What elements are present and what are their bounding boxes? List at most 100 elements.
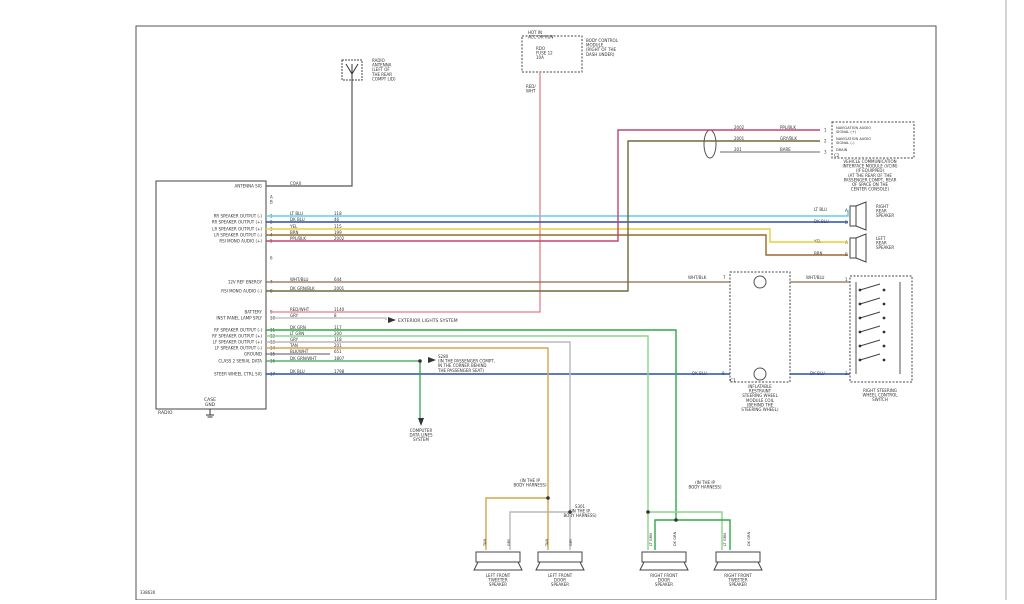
radio-pin-label: GROUND (244, 352, 262, 357)
clockspring-bottom-coil (753, 367, 767, 381)
radio-circuit-label: 8 (334, 313, 337, 318)
vcim-connector: C2 (834, 153, 840, 158)
front-speaker-wire-label: DK GRN (747, 531, 751, 546)
radio-circuit-label: 651 (334, 349, 342, 354)
radio-pin-label: LF SPEAKER OUTPUT (-) (215, 346, 263, 351)
radio-pin-label: RSI MONO AUDIO (-) (221, 289, 262, 294)
wire-coax (266, 90, 353, 187)
radio-circuit-label: 200 (334, 331, 342, 336)
switch-node (882, 316, 886, 320)
radio-pin-number: B (270, 200, 273, 205)
clockspring-conn: C1 (730, 378, 736, 384)
vcim-pin-label: DRAIN (836, 148, 848, 152)
speaker-pin: A (845, 208, 848, 213)
front-speaker-cone (535, 561, 585, 571)
switch-node (858, 302, 862, 306)
radio-circuit-label: 644 (334, 277, 342, 282)
switch-node (882, 302, 886, 306)
switch-node (882, 344, 886, 348)
splice-dot (546, 496, 550, 500)
switch-top-wire: WHT/BLU (806, 275, 825, 280)
vcim-circuit-label: 2001 (734, 136, 745, 141)
clockspring-top-coil (753, 275, 767, 289)
radio-wire-label: TAN (289, 343, 298, 348)
radio-circuit-label: 201 (334, 343, 342, 348)
bcm-box (521, 35, 583, 73)
front-speaker-wire-label: GRY (569, 538, 573, 546)
radio-label: RADIO (158, 410, 173, 416)
radio-pin-number: A (270, 195, 273, 200)
vcim-pin-number: 2 (824, 139, 827, 144)
wire-lr-minus (266, 234, 848, 256)
radio-pin-label: ANTENNA SIG (234, 184, 262, 189)
vcim-wire-label: PPL/BLK (780, 125, 796, 130)
front-speaker-cone (713, 561, 763, 571)
vcim-wire-label: BARE (780, 147, 791, 152)
clockspring-box (729, 271, 791, 383)
vcim-circuit-label: 2002 (734, 125, 745, 130)
wire-lr-plus (266, 228, 848, 243)
radio-pin-label: RSI MONO AUDIO (+) (219, 239, 262, 244)
switch-contact (859, 339, 881, 347)
front-speaker-wire-label: DK GRN (673, 531, 677, 546)
radio-pin-label: STEER WHEEL CTRL SIG (214, 372, 262, 377)
splice-dot (418, 359, 422, 363)
splice-dot (674, 518, 678, 522)
switch-node (858, 344, 862, 348)
radio-wire-label: DK BLU (290, 217, 305, 222)
switch-node (882, 358, 886, 362)
switch-node (858, 358, 862, 362)
radio-wire-label: DK GRN/BLK (290, 286, 315, 291)
speaker-cone (855, 233, 867, 263)
clockspring-top-pin: 7 (723, 275, 726, 280)
case-ground-symbol (206, 409, 214, 418)
vcim-pin-number: 3 (824, 150, 827, 155)
front-speaker-wire-label: TAN (483, 539, 487, 547)
radio-wire-label: LT BLU (290, 211, 303, 216)
radio-wire-label: GRY (290, 337, 299, 342)
wire-nav-minus (266, 140, 820, 292)
splice-arrow (428, 357, 436, 363)
switch-contact (859, 283, 881, 291)
figure-id: 338630 (140, 590, 156, 595)
radio-wire-label: PPL/BLK (290, 236, 306, 241)
front-speaker-wire-label: GRY (507, 538, 511, 546)
radio-wire-label: LT GRN (290, 331, 304, 336)
clockspring-top-wire: WHT/BLK (688, 275, 707, 280)
radio-pin-label: LF SPEAKER OUTPUT (+) (213, 340, 263, 345)
radio-pin-label: LR SPEAKER OUTPUT (-) (214, 233, 262, 238)
radio-wire-label: DK GRN (290, 325, 306, 330)
radio-pin-label: RR SPEAKER OUTPUT (-) (214, 214, 263, 219)
switch-pin: 1 (845, 277, 848, 282)
wire-battery (270, 72, 541, 313)
radio-circuit-label: 117 (334, 325, 342, 330)
radio-circuit-label: 2001 (334, 286, 345, 291)
switch-node (858, 330, 862, 334)
radio-wire-label: DK BLU (290, 369, 305, 374)
speaker-cone (855, 201, 867, 231)
radio-wire-label: COAX (290, 181, 302, 186)
front-speaker-cone (473, 561, 523, 571)
wire-layer (266, 72, 850, 550)
radio-circuit-label: 2002 (334, 236, 345, 241)
computer-data-arrow (418, 418, 424, 426)
splice-note: S280(IN THE PASSENGER COMPT,IN THE CORNE… (437, 354, 495, 373)
switch-contact (859, 297, 881, 305)
vcim-circuit-label: 201 (734, 147, 742, 152)
